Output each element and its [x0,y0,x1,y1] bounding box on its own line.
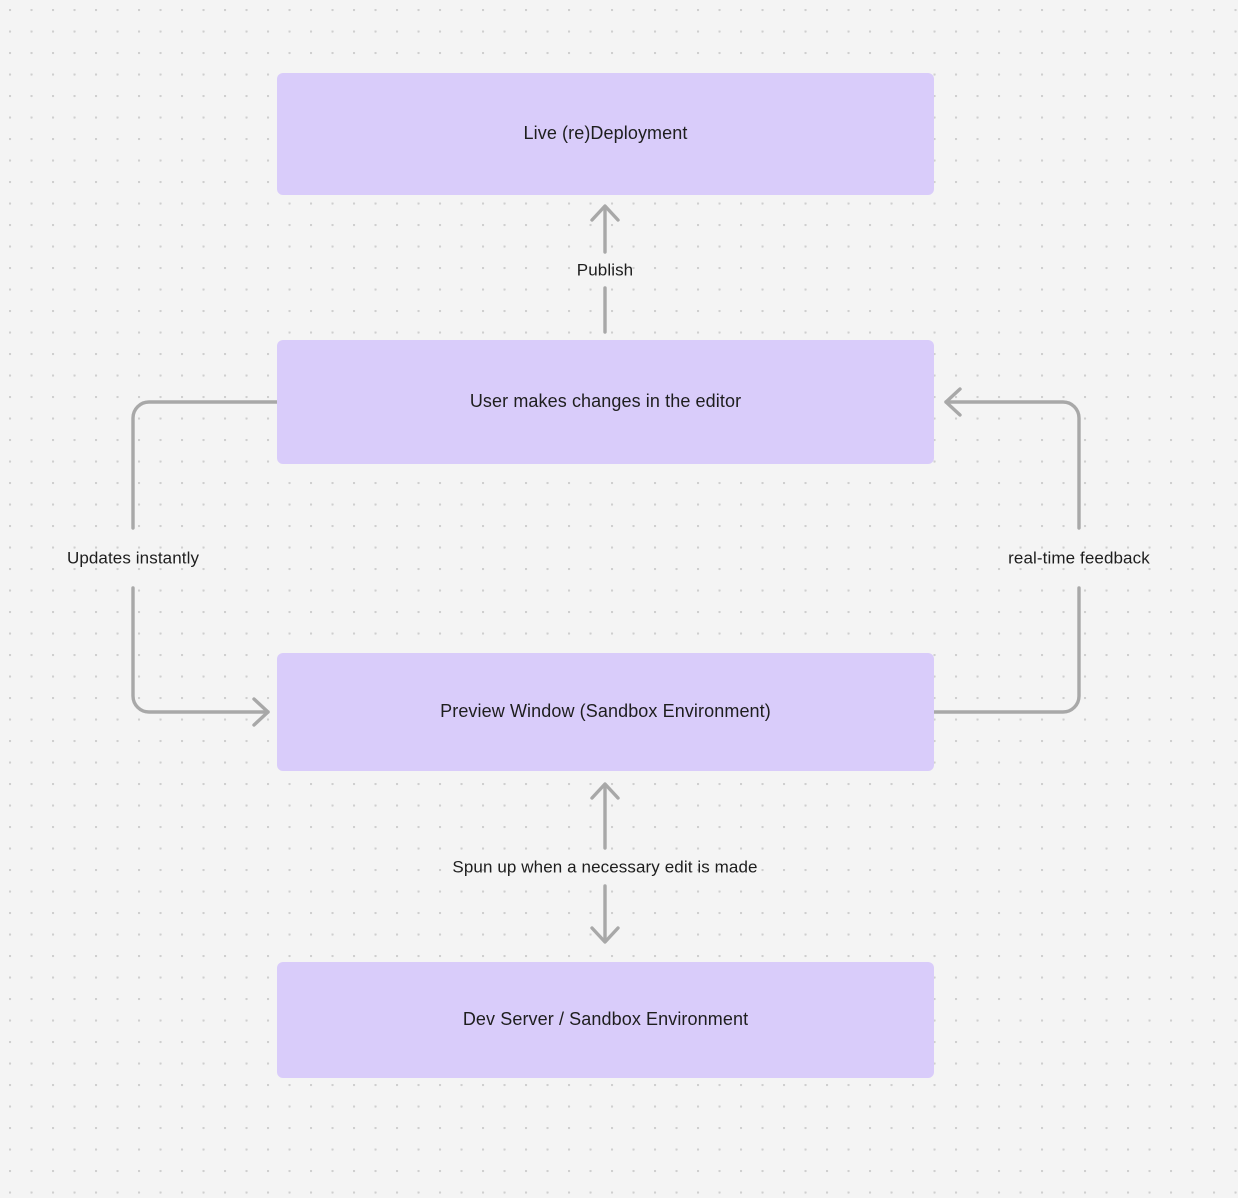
edge-label-real-time-feedback: real-time feedback [1008,548,1150,568]
node-live-deployment-label: Live (re)Deployment [523,123,688,144]
node-live-deployment[interactable]: Live (re)Deployment [277,73,934,195]
arrowhead-right-updates [252,697,270,727]
arrowhead-left-feedback [944,387,962,417]
arrowhead-up-spun [590,782,620,800]
arrowhead-up-publish [590,204,620,222]
node-user-makes-changes-label: User makes changes in the editor [469,391,742,412]
node-preview-window[interactable]: Preview Window (Sandbox Environment) [277,653,934,771]
edge-label-spun-up: Spun up when a necessary edit is made [452,857,758,877]
node-preview-window-label: Preview Window (Sandbox Environment) [440,701,771,722]
node-dev-server[interactable]: Dev Server / Sandbox Environment [277,962,934,1078]
node-user-makes-changes[interactable]: User makes changes in the editor [277,340,934,464]
edge-label-publish: Publish [576,260,634,280]
edge-label-updates-instantly: Updates instantly [66,548,200,568]
node-dev-server-label: Dev Server / Sandbox Environment [462,1009,749,1030]
arrowhead-down-spun [590,926,620,944]
